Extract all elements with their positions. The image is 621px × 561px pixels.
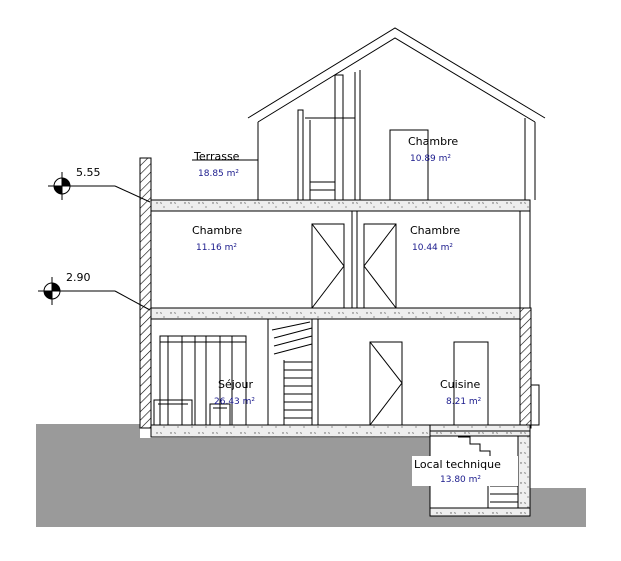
level-label: 2.90 — [66, 271, 91, 284]
room-name: Cuisine — [440, 378, 480, 391]
room-tag-chambre-attic: Chambre 10.89 m² — [408, 135, 458, 164]
room-tag-chambre-left: Chambre 11.16 m² — [192, 224, 242, 253]
room-tag-chambre-right: Chambre 10.44 m² — [410, 224, 460, 253]
slab-ground — [150, 424, 531, 438]
room-name: Chambre — [192, 224, 242, 237]
left-exterior-wall — [139, 157, 152, 429]
room-area: 8.21 m² — [446, 397, 482, 407]
room-area: 26.43 m² — [214, 397, 255, 407]
room-area: 11.16 m² — [196, 243, 237, 253]
room-tag-local-technique: Local technique 13.80 m² — [412, 456, 518, 486]
room-name: Séjour — [218, 378, 254, 391]
slab-upper — [150, 199, 531, 212]
room-name: Chambre — [410, 224, 460, 237]
first-floor-doors — [311, 223, 397, 309]
room-area: 10.44 m² — [412, 243, 453, 253]
ground-floor — [153, 318, 489, 429]
room-tag-terrasse: Terrasse 18.85 m² — [193, 150, 240, 179]
ground — [36, 424, 586, 527]
floor-walls — [519, 210, 531, 308]
first-floor-partition — [351, 211, 358, 308]
main-stair — [271, 321, 313, 425]
level-label: 5.55 — [76, 166, 101, 179]
room-area: 10.89 m² — [410, 154, 451, 164]
room-name: Chambre — [408, 135, 458, 148]
room-name: Terrasse — [193, 150, 240, 163]
slab-lower — [150, 307, 521, 320]
level-marker-5-55: 5.55 — [48, 166, 151, 203]
room-tag-sejour: Séjour 26.43 m² — [214, 378, 255, 407]
room-area: 13.80 m² — [440, 475, 481, 485]
room-area: 18.85 m² — [198, 169, 239, 179]
attic-door — [389, 129, 429, 201]
level-marker-2-90: 2.90 — [38, 271, 151, 311]
room-tag-cuisine: Cuisine 8.21 m² — [440, 378, 482, 407]
room-name: Local technique — [414, 458, 501, 471]
right-exterior-wall — [519, 307, 540, 429]
